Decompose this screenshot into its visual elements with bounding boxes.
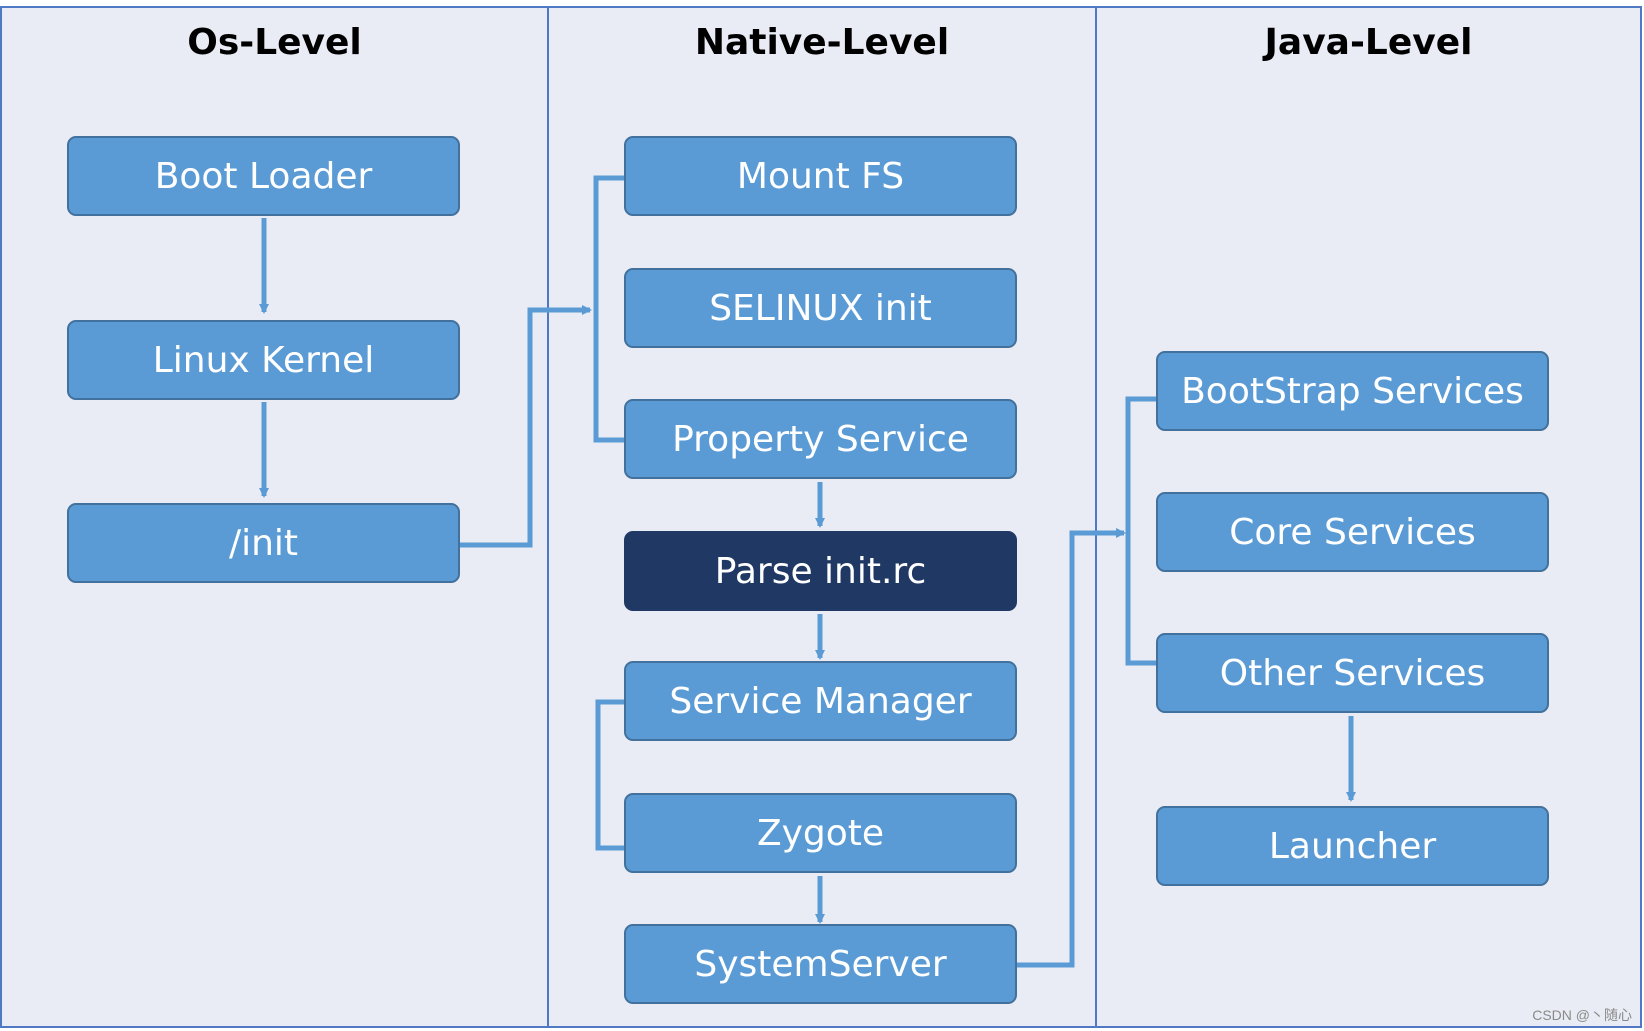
bracket-sm-zygote (595, 699, 624, 851)
node-init: /init (67, 503, 460, 583)
arrow-systemserver-java (1016, 528, 1126, 968)
lane-title-java: Java-Level (1264, 22, 1473, 63)
node-launcher: Launcher (1156, 806, 1549, 886)
watermark: CSDN @丶随心 (1532, 1007, 1632, 1023)
lane-title-os: Os-Level (187, 22, 362, 63)
node-zygote: Zygote (624, 793, 1017, 873)
node-linux-kernel: Linux Kernel (67, 320, 460, 400)
node-service-manager: Service Manager (624, 661, 1017, 741)
arrow-init-native (460, 305, 592, 548)
bracket-native-init (593, 175, 624, 443)
node-mount-fs: Mount FS (624, 136, 1017, 216)
node-parse-init-rc: Parse init.rc (624, 531, 1017, 611)
node-selinux-init: SELINUX init (624, 268, 1017, 348)
node-core-services: Core Services (1156, 492, 1549, 572)
node-boot-loader: Boot Loader (67, 136, 460, 216)
node-other-services: Other Services (1156, 633, 1549, 713)
lane-title-native: Native-Level (694, 22, 950, 63)
node-property-service: Property Service (624, 399, 1017, 479)
bracket-java-services (1125, 396, 1156, 666)
node-system-server: SystemServer (624, 924, 1017, 1004)
node-bootstrap-services: BootStrap Services (1156, 351, 1549, 431)
